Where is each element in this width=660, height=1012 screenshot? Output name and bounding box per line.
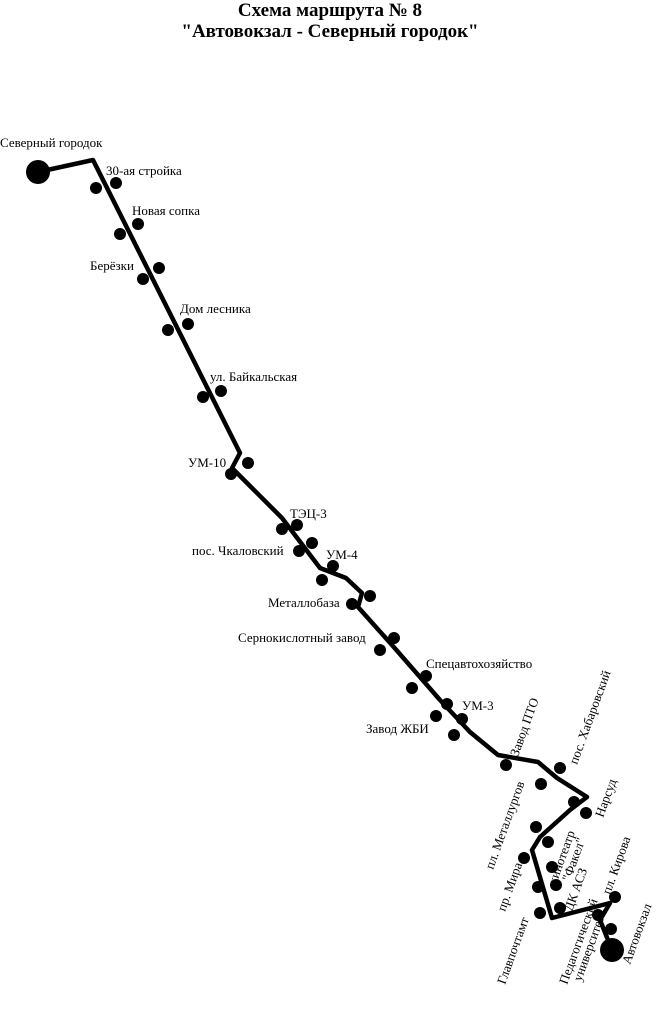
stop-label-um-4: УМ-4 [326, 547, 358, 562]
stop-dot [530, 821, 542, 833]
stop-dot [327, 560, 339, 572]
stop-dot [605, 923, 617, 935]
stop-dot [291, 519, 303, 531]
stop-dot [306, 537, 318, 549]
stop-label-30-stroyka: 30-ая стройка [106, 163, 182, 178]
stop-dot [346, 598, 358, 610]
stop-dot [542, 836, 554, 848]
stop-dot [197, 391, 209, 403]
stop-dot [110, 177, 122, 189]
stop-label-pl-kirova: пл. Кирова [599, 834, 634, 896]
stop-dot [554, 762, 566, 774]
stop-dot [441, 698, 453, 710]
stop-label-tets-3: ТЭЦ-3 [290, 506, 327, 521]
stop-dot [535, 778, 547, 790]
stop-dot [374, 644, 386, 656]
stop-dot [182, 318, 194, 330]
stop-dot [114, 228, 126, 240]
stop-label-um-3: УМ-3 [462, 698, 494, 713]
route-line [35, 157, 615, 953]
stop-dot [406, 682, 418, 694]
stop-dot [276, 523, 288, 535]
stop-dot [132, 218, 144, 230]
stop-label-pr-mira: пр. Мира [494, 860, 526, 913]
stop-label-ul-baykalskaya: ул. Байкальская [210, 369, 297, 384]
stop-dots [90, 177, 621, 935]
terminal-start-label: Северный городок [0, 135, 103, 150]
terminal-end-dot [600, 938, 624, 962]
stop-label-narsud: Нарсуд [592, 776, 620, 819]
stop-dot [293, 545, 305, 557]
stop-label-dom-lesnika: Дом лесника [180, 301, 251, 316]
stop-label-pos-chkalovsky: пос. Чкаловский [192, 543, 284, 558]
stop-dot [225, 468, 237, 480]
stop-dot [137, 273, 149, 285]
stop-dot [568, 796, 580, 808]
stop-label-pos-khabarovsky: пос. Хабаровский [566, 668, 614, 766]
stop-dot [430, 710, 442, 722]
stop-label-metallobaza: Металлобаза [268, 595, 340, 610]
diagram-title: Схема маршрута № 8 "Автовокзал - Северны… [0, 0, 660, 42]
stop-dot [90, 182, 102, 194]
stop-label-sernokislotny: Сернокислотный завод [238, 630, 366, 645]
title-line-1: Схема маршрута № 8 [237, 0, 423, 21]
stop-dot [215, 385, 227, 397]
stop-dot [456, 713, 468, 725]
stop-dot [546, 861, 558, 873]
stop-dot [448, 729, 460, 741]
terminal-end-label: Автовокзал [619, 901, 655, 966]
stop-dot [153, 262, 165, 274]
terminal-start-dot [26, 160, 50, 184]
stop-dot [364, 590, 376, 602]
stop-dot [388, 632, 400, 644]
stop-dot [242, 457, 254, 469]
stop-dot [609, 891, 621, 903]
stop-label-zavod-zhbi: Завод ЖБИ [366, 721, 429, 736]
stop-label-glavpochtamt: Главпочтамт [494, 915, 532, 986]
stop-dot [550, 879, 562, 891]
stop-label-zavod-pto: Завод ПТО [507, 696, 542, 758]
stop-dot [420, 670, 432, 682]
stop-dot [532, 881, 544, 893]
stop-label-novaya-sopka: Новая сопка [132, 203, 200, 218]
stop-label-beryozki: Берёзки [90, 258, 134, 273]
stop-dot [592, 909, 604, 921]
stop-dot [162, 324, 174, 336]
stop-dot [316, 574, 328, 586]
stop-dot [554, 902, 566, 914]
title-line-2: "Автовокзал - Северный городок" [181, 21, 479, 42]
stop-dot [534, 907, 546, 919]
stop-dot [580, 807, 592, 819]
stop-label-um-10: УМ-10 [188, 455, 226, 470]
stop-dot [500, 759, 512, 771]
stop-dot [518, 852, 530, 864]
stop-label-spetsavto: Спецавтохозяйство [426, 656, 532, 671]
